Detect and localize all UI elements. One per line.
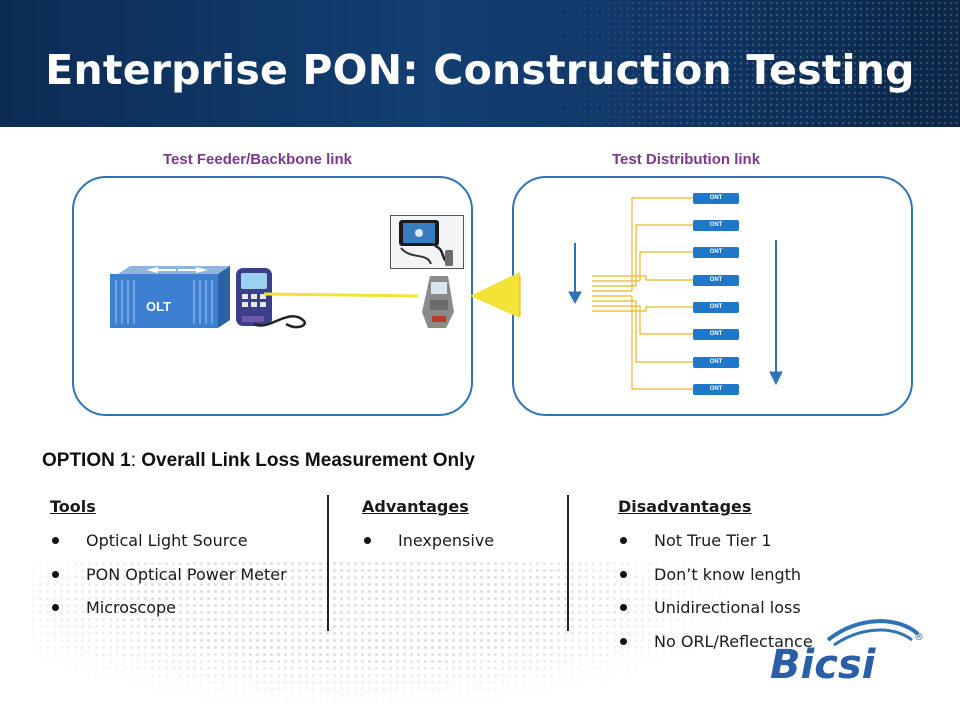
column-divider (567, 495, 569, 631)
power-meter-device-icon (422, 276, 454, 328)
distribution-fibers (519, 197, 693, 390)
ont-device: ONT (693, 302, 739, 313)
logo-wordmark: Bicsi (770, 642, 877, 688)
list-item: Inexpensive (362, 531, 494, 565)
ont-device: ONT (693, 247, 739, 258)
advantages-column: Advantages Inexpensive (362, 497, 494, 565)
microscope-inset (390, 215, 464, 269)
advantages-list: Inexpensive (362, 531, 494, 565)
disadvantages-column: Disadvantages Not True Tier 1 Don’t know… (618, 497, 813, 665)
bullet-icon (620, 637, 627, 645)
bicsi-logo: Bicsi ® (770, 619, 924, 688)
bullet-icon (52, 537, 59, 544)
direction-arrows (568, 240, 783, 386)
bullet-icon (364, 537, 371, 544)
ont-device: ONT (693, 275, 739, 286)
list-item: Microscope (50, 598, 287, 632)
world-map-background (30, 560, 750, 710)
olt-label: OLT (146, 299, 172, 314)
splitter-icon (470, 272, 520, 318)
tools-heading: Tools (50, 497, 96, 516)
title-banner: Enterprise PON: Construction Testing (0, 0, 960, 127)
bullet-icon (620, 570, 627, 578)
feeder-link-label: Test Feeder/Backbone link (163, 151, 352, 168)
tools-column: Tools Optical Light Source PON Optical P… (50, 497, 287, 632)
list-item: Don’t know length (618, 565, 813, 599)
distribution-link-label: Test Distribution link (612, 151, 761, 168)
bullet-icon (52, 570, 59, 578)
tools-list: Optical Light Source PON Optical Power M… (50, 531, 287, 632)
bullet-icon (620, 537, 627, 544)
page-title: Enterprise PON: Construction Testing (45, 46, 915, 94)
disadvantages-list: Not True Tier 1 Don’t know length Unidir… (618, 531, 813, 665)
ont-device: ONT (693, 357, 739, 368)
option-colon: : (130, 450, 142, 471)
list-item: Not True Tier 1 (618, 531, 813, 565)
column-divider (327, 495, 329, 631)
olt-chassis-icon (110, 266, 230, 328)
ont-device: ONT (693, 193, 739, 204)
list-item: Optical Light Source (50, 531, 287, 565)
bullet-icon (620, 604, 627, 611)
option-prefix: OPTION 1 (42, 450, 131, 471)
list-item: PON Optical Power Meter (50, 565, 287, 599)
option-title: Overall Link Loss Measurement Only (141, 450, 475, 471)
list-item: Unidirectional loss (618, 598, 813, 632)
ont-device: ONT (693, 220, 739, 231)
microscope-icon (399, 220, 454, 266)
registered-mark: ® (914, 632, 924, 643)
list-item: No ORL/Reflectance (618, 632, 813, 666)
ont-device: ONT (693, 329, 739, 340)
ont-device: ONT (693, 384, 739, 395)
option-heading: OPTION 1: Overall Link Loss Measurement … (42, 450, 475, 472)
advantages-heading: Advantages (362, 497, 469, 516)
disadvantages-heading: Disadvantages (618, 497, 752, 516)
bullet-icon (52, 604, 59, 611)
world-map-dots (540, 0, 960, 127)
light-source-device-icon (236, 268, 307, 329)
